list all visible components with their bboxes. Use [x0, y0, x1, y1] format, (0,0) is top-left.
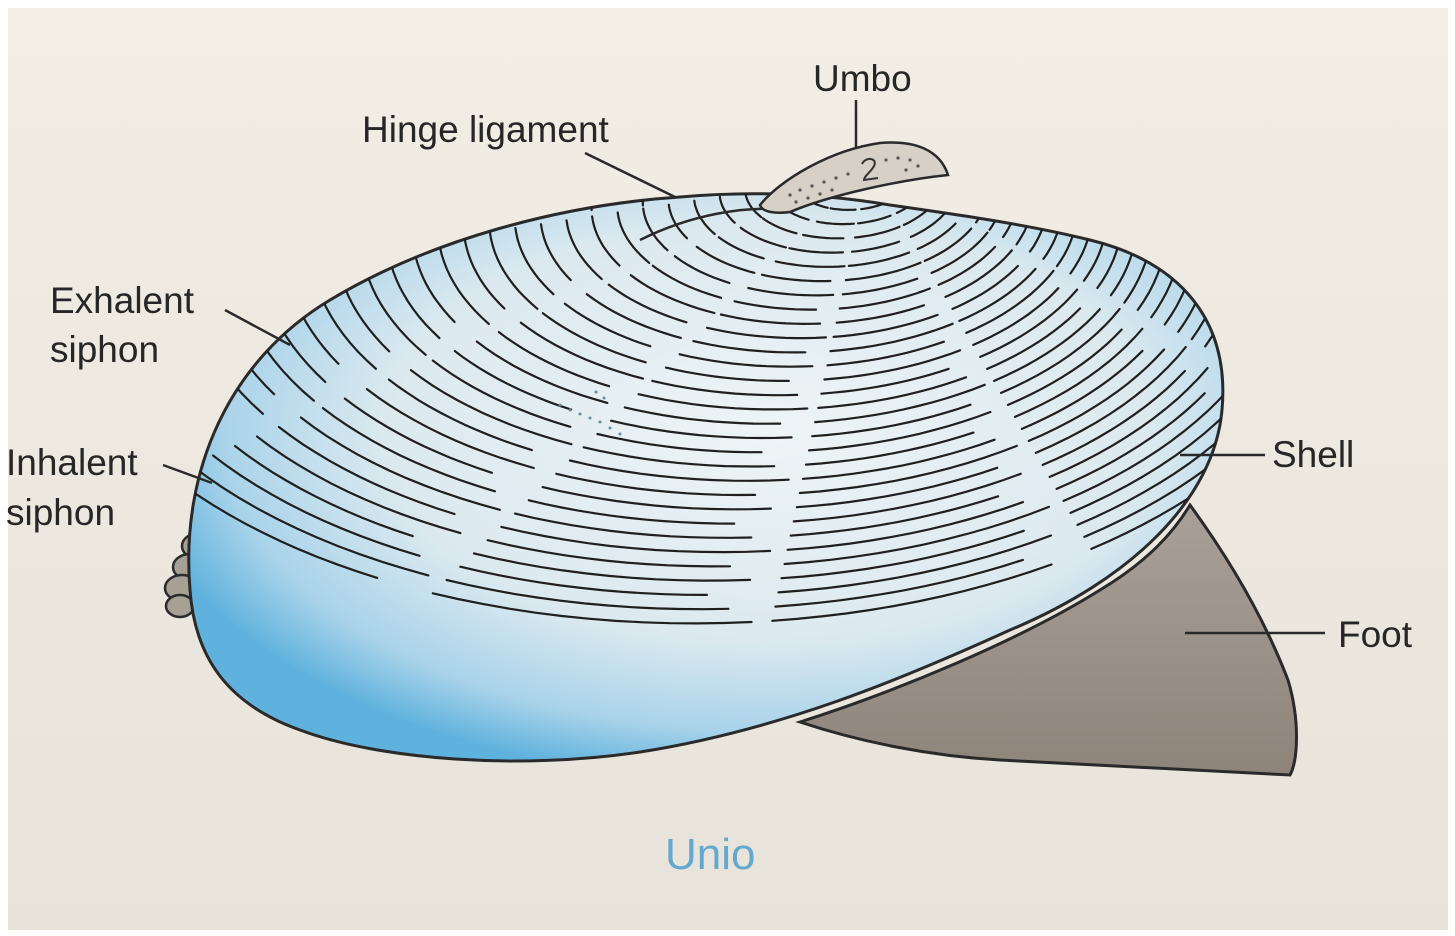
foot-label: Foot	[1338, 611, 1412, 659]
hinge-ligament-label: Hinge ligament	[362, 106, 609, 154]
exhalent-siphon-leader	[225, 310, 290, 345]
exhalent-siphon-label-line2: siphon	[50, 326, 159, 374]
growth-line	[617, 157, 639, 202]
growth-line	[131, 122, 195, 277]
growth-line	[592, 155, 616, 210]
growth-line	[1286, 241, 1331, 390]
growth-line	[1232, 218, 1271, 361]
growth-line	[387, 140, 429, 241]
growth-line	[1219, 229, 1257, 354]
growth-line	[464, 146, 499, 227]
growth-line	[311, 135, 359, 231]
growth-line	[55, 116, 125, 257]
growth-line	[890, 188, 907, 201]
shell-label: Shell	[1272, 431, 1354, 479]
growth-line	[259, 131, 312, 259]
hinge-ligament-leader	[585, 153, 675, 197]
growth-line	[771, 168, 780, 187]
growth-line	[515, 150, 546, 224]
growth-line	[1246, 240, 1287, 368]
growth-line	[80, 118, 148, 277]
inhalent-siphon-label-line1: Inhalent	[6, 439, 138, 487]
umbo-label: Umbo	[813, 55, 912, 103]
growth-line	[284, 133, 335, 245]
diagram-caption: Unio	[665, 829, 756, 881]
growth-line	[694, 163, 709, 192]
growth-line	[1273, 217, 1317, 383]
growth-line	[963, 178, 973, 215]
growth-line	[156, 123, 218, 260]
inhalent-siphon-label-line2: siphon	[6, 489, 115, 537]
growth-line	[412, 142, 452, 229]
growth-line	[233, 129, 288, 245]
growth-line	[183, 125, 242, 244]
growth-line	[208, 127, 265, 260]
growth-line	[438, 144, 475, 218]
growth-line	[1259, 229, 1301, 375]
growth-line	[106, 120, 172, 259]
growth-line	[745, 167, 756, 189]
growth-line	[668, 161, 685, 198]
growth-line	[489, 148, 522, 217]
growth-line	[720, 165, 733, 194]
growth-line	[949, 179, 958, 208]
growth-line	[1300, 228, 1346, 397]
growth-line	[566, 153, 592, 205]
exhalent-siphon-label-line1: Exhalent	[50, 277, 194, 325]
growth-line	[540, 152, 568, 214]
